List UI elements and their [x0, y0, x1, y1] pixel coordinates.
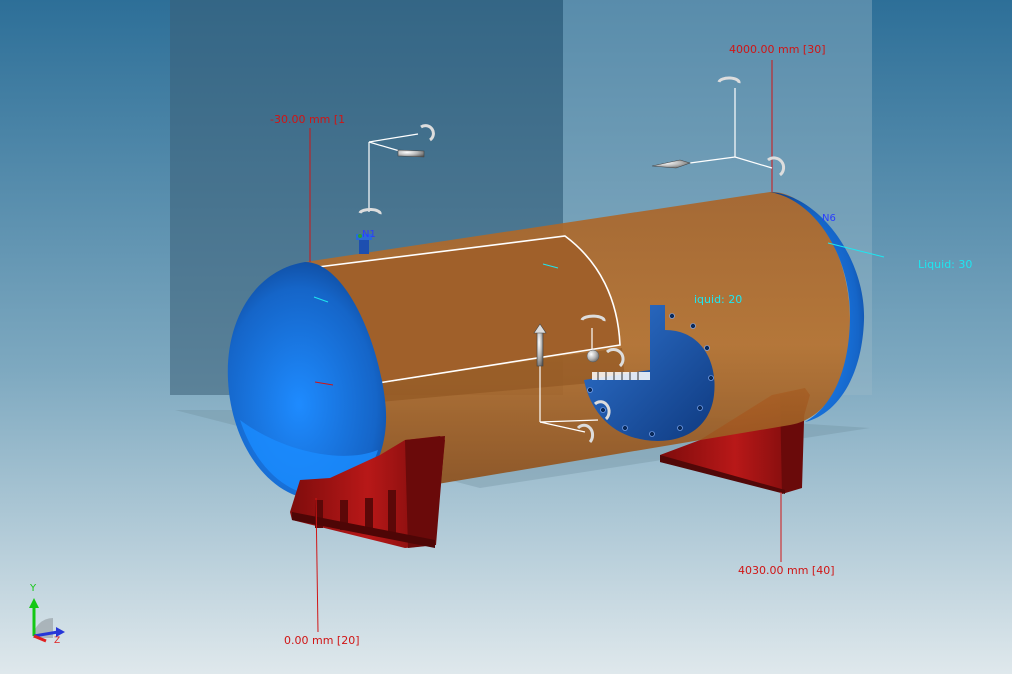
nozzle-tag-top[interactable]: N1	[362, 229, 376, 240]
dimension-lines	[309, 60, 782, 633]
dimension-label-bottom-right[interactable]: 4030.00 mm [40]	[738, 564, 835, 577]
vessel-head-right[interactable]	[770, 192, 865, 422]
dimension-label-top-right[interactable]: 4000.00 mm [30]	[729, 43, 826, 56]
dimension-label-bottom-left[interactable]: 0.00 mm [20]	[284, 634, 360, 647]
liquid-level-markers	[313, 242, 885, 303]
axis-y-label: Y	[30, 583, 37, 594]
liquid-label-middle[interactable]: iquid: 20	[694, 293, 743, 306]
nozzle-tag-end[interactable]: N6	[822, 213, 836, 224]
rotate-arrow-icon[interactable]	[358, 76, 786, 443]
move-arrow-icon[interactable]	[397, 149, 691, 367]
dimension-label-top-left[interactable]: -30.00 mm [1	[270, 113, 346, 126]
axis-triad-icon	[29, 598, 65, 643]
manway-flange[interactable]	[584, 305, 715, 441]
top-nozzle[interactable]	[356, 234, 372, 254]
axis-z-label: Z	[54, 636, 61, 646]
gizmo-sphere[interactable]	[586, 349, 600, 363]
saddle-left[interactable]	[290, 436, 445, 548]
liquid-label-right[interactable]: Liquid: 30	[918, 258, 973, 271]
